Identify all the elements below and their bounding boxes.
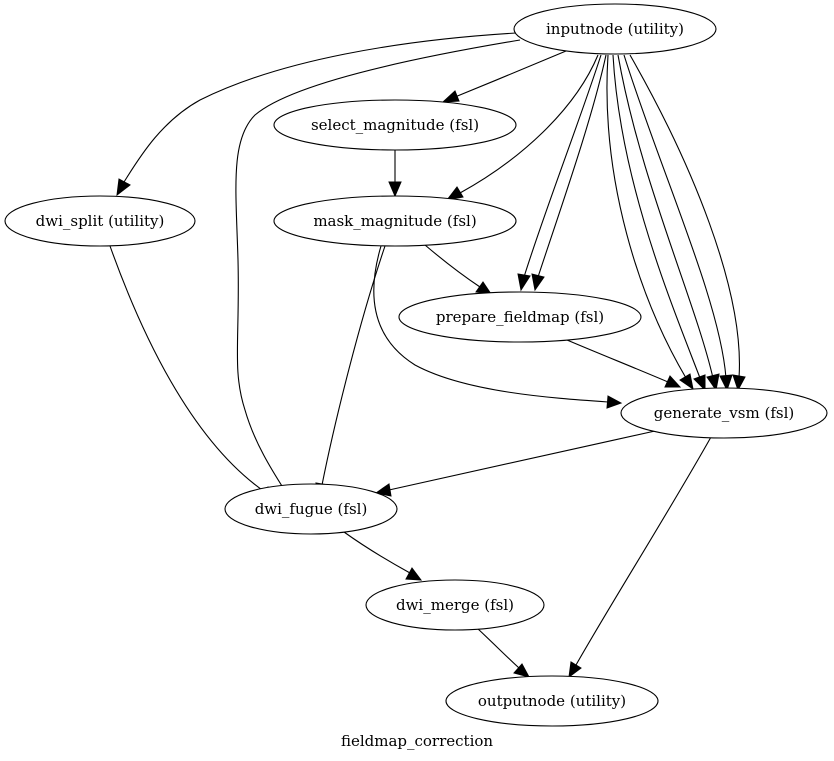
edge-generate-vsm-dwi-fugue [374, 430, 656, 497]
edge-generate-vsm-outputnode [568, 436, 712, 679]
node-select-magnitude: select_magnitude (fsl) [273, 99, 517, 151]
edge-dwi-merge-outputnode [476, 627, 530, 678]
edge-inputnode-select-magnitude [441, 50, 567, 103]
node-label-dwi-merge: dwi_merge (fsl) [396, 596, 514, 614]
edge-prepare-fieldmap-generate-vsm [566, 339, 682, 388]
edge-inputnode-generate-vsm-5 [629, 54, 746, 392]
node-outputnode: outputnode (utility) [445, 675, 659, 727]
node-label-generate-vsm: generate_vsm (fsl) [654, 404, 794, 422]
edge-dwi-fugue-dwi-merge [343, 531, 423, 581]
nodes: inputnode (utility) select_magnitude (fs… [4, 3, 828, 727]
node-label-mask-magnitude: mask_magnitude (fsl) [313, 212, 476, 230]
edge-inputnode-generate-vsm-2 [612, 54, 706, 392]
edge-dwi-split-dwi-fugue [109, 245, 278, 500]
edge-inputnode-generate-vsm-1 [606, 54, 694, 391]
node-label-prepare-fieldmap: prepare_fieldmap (fsl) [436, 308, 604, 326]
node-label-outputnode: outputnode (utility) [478, 692, 626, 710]
node-dwi-merge: dwi_merge (fsl) [365, 579, 545, 631]
edge-inputnode-generate-vsm-3 [617, 54, 720, 392]
node-dwi-split: dwi_split (utility) [4, 195, 196, 247]
graph-caption: fieldmap_correction [341, 732, 493, 750]
edge-inputnode-generate-vsm-4 [623, 54, 733, 392]
edge-inputnode-dwi-split [116, 32, 517, 197]
edge-mask-magnitude-generate-vsm [373, 245, 623, 409]
node-mask-magnitude: mask_magnitude (fsl) [273, 195, 517, 247]
edge-mask-magnitude-prepare-fieldmap [424, 244, 493, 295]
edge-inputnode-prepare-fieldmap-1 [517, 54, 602, 292]
node-label-dwi-fugue: dwi_fugue (fsl) [255, 500, 368, 518]
edge-inputnode-prepare-fieldmap-2 [531, 54, 607, 292]
edge-select-magnitude-mask-magnitude [388, 149, 402, 198]
node-label-inputnode: inputnode (utility) [546, 20, 684, 38]
node-generate-vsm: generate_vsm (fsl) [620, 387, 828, 439]
node-prepare-fieldmap: prepare_fieldmap (fsl) [398, 291, 642, 343]
edges [109, 32, 746, 679]
edge-inputnode-mask-magnitude [445, 54, 599, 201]
node-label-select-magnitude: select_magnitude (fsl) [311, 116, 479, 134]
edge-mask-magnitude-dwi-fugue [315, 245, 386, 500]
node-inputnode: inputnode (utility) [513, 3, 717, 55]
node-dwi-fugue: dwi_fugue (fsl) [224, 483, 398, 535]
node-label-dwi-split: dwi_split (utility) [36, 212, 165, 230]
